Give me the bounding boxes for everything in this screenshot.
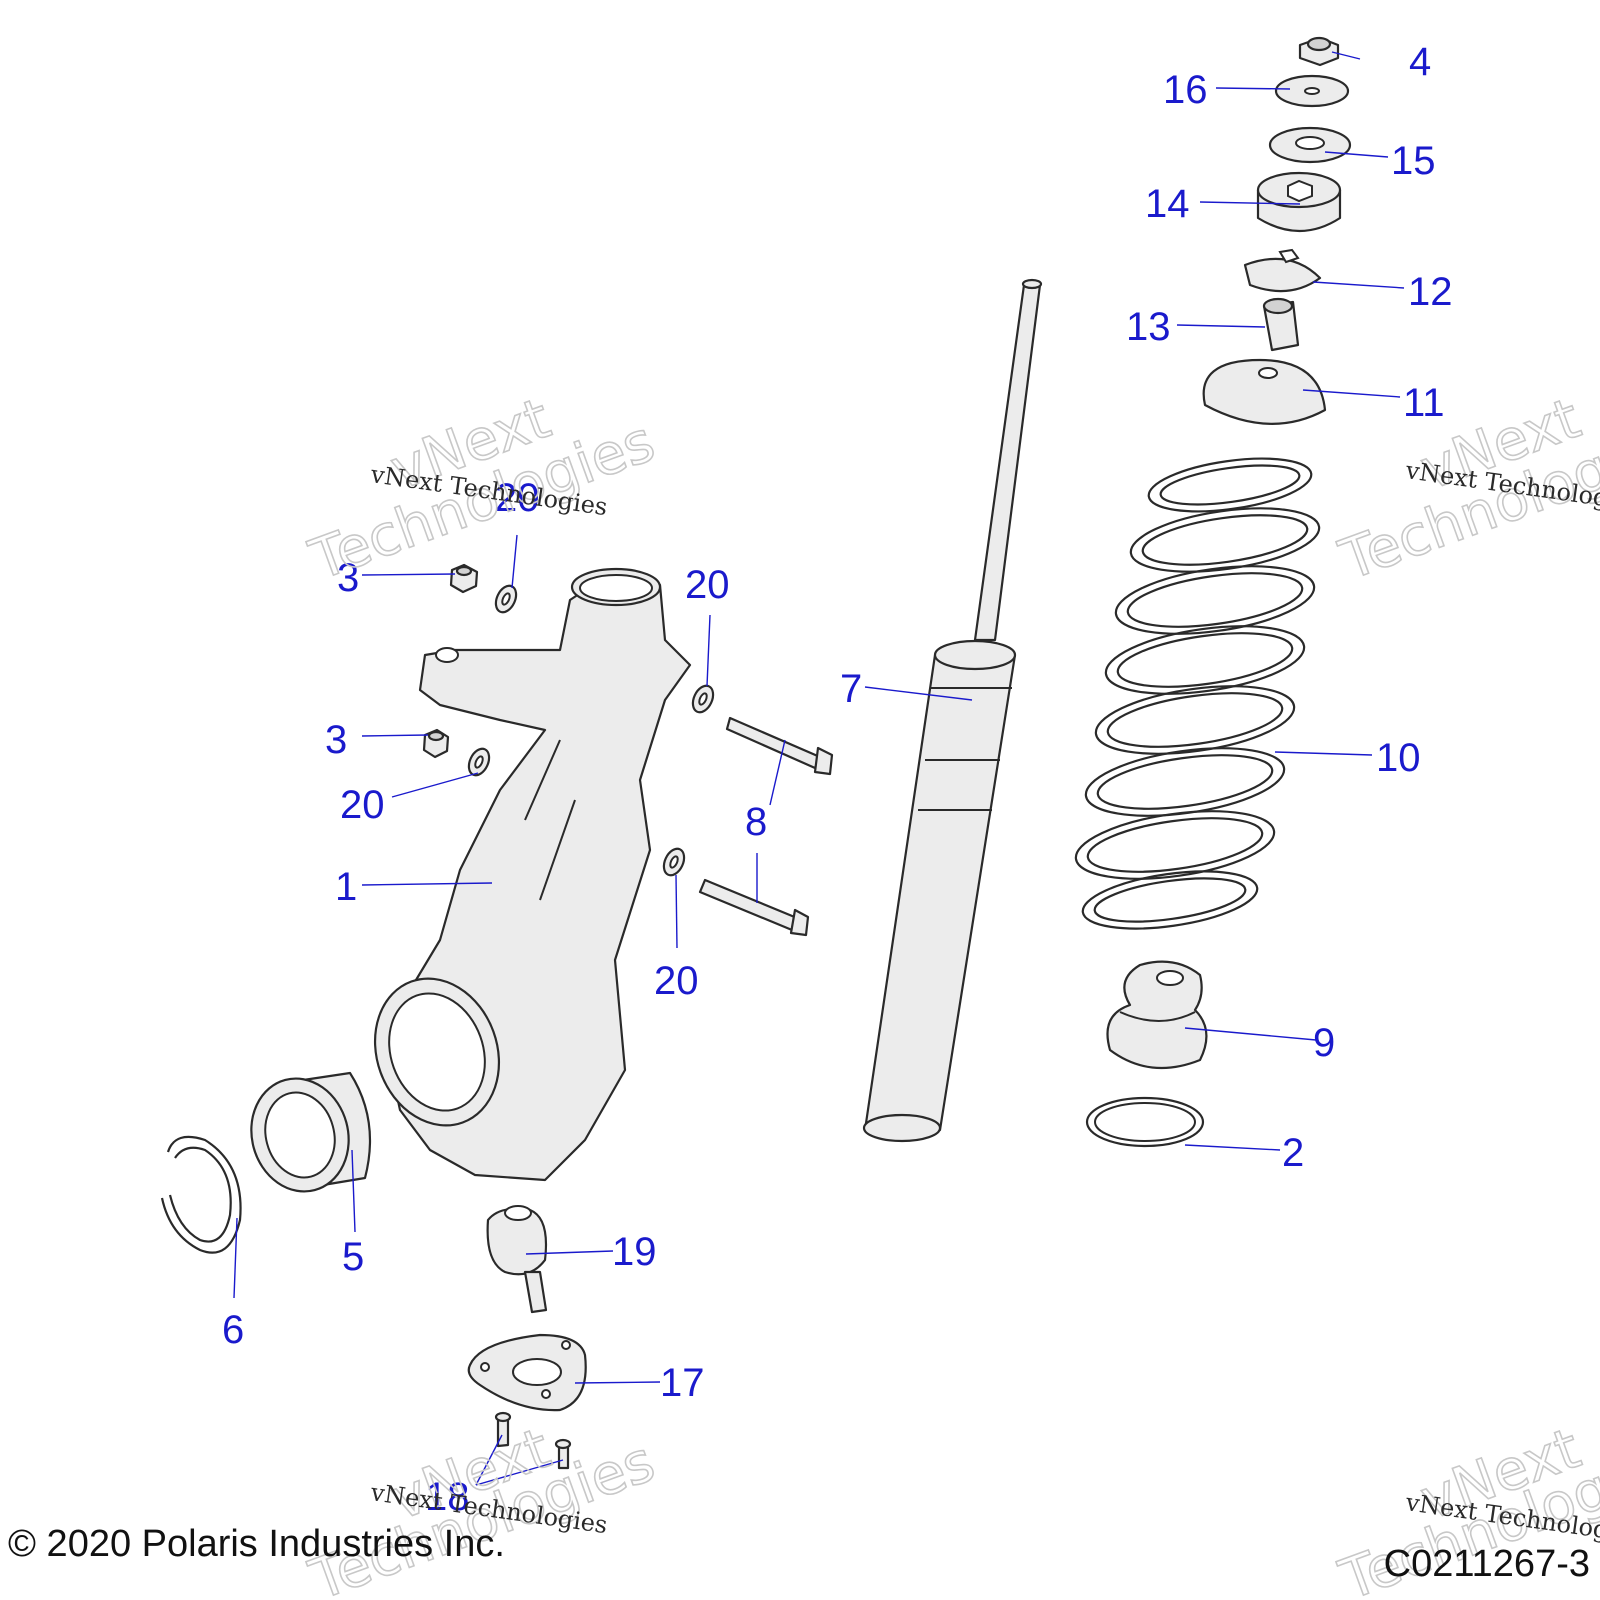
- callout-9: 9: [1313, 1021, 1335, 1065]
- part-8-bolt-upper: [725, 716, 834, 776]
- part-19-ball-joint: [486, 1205, 548, 1314]
- callout-4: 4: [1409, 40, 1431, 84]
- callout-14: 14: [1145, 182, 1190, 226]
- callout-20-left: 20: [340, 783, 385, 827]
- part-20-washer-b: [691, 684, 715, 714]
- part-6-snap-ring: [160, 1135, 242, 1254]
- callout-19: 19: [612, 1230, 657, 1274]
- watermark-top-left: vNext Technologies vNext Technologies: [301, 385, 664, 594]
- callout-7: 7: [840, 667, 862, 711]
- callout-11: 11: [1403, 381, 1445, 425]
- callout-12: 12: [1408, 270, 1453, 314]
- part-3-nut-lower: [422, 728, 450, 759]
- part-18-rivet-b: [554, 1438, 572, 1470]
- callout-13: 13: [1126, 305, 1171, 349]
- part-20-washer-d: [662, 847, 686, 877]
- callout-16: 16: [1163, 68, 1208, 112]
- callout-20-right: 20: [685, 563, 730, 607]
- part-15-washer: [1268, 126, 1352, 164]
- callout-1: 1: [335, 865, 357, 909]
- callout-numbers: 4 16 15 14 12 13 11 10 9 2 7 8 1 3 3 20 …: [222, 40, 1453, 1519]
- callout-15: 15: [1391, 139, 1436, 183]
- callout-6: 6: [222, 1308, 244, 1352]
- callout-2: 2: [1282, 1131, 1304, 1175]
- part-4-nut: [1298, 36, 1340, 67]
- part-16-washer: [1274, 74, 1350, 108]
- part-5-bearing: [250, 1071, 372, 1193]
- part-11-cap: [1202, 358, 1327, 425]
- callout-20-top: 20: [495, 476, 540, 520]
- watermark-bottom-left: vNext Technologies vNext Technologies: [301, 1415, 664, 1600]
- part-10-spring: [1074, 457, 1321, 930]
- callout-3-upper: 3: [337, 556, 359, 600]
- callout-18: 18: [425, 1475, 470, 1519]
- part-2-ring: [1085, 1096, 1205, 1148]
- callout-8: 8: [745, 800, 767, 844]
- part-9-bump-stop: [1106, 960, 1208, 1070]
- part-20-washer-c: [467, 747, 491, 777]
- watermark-top-right: vNext Technologies vNext Technologies: [1331, 385, 1600, 594]
- part-1-knuckle: [373, 567, 692, 1182]
- part-7-strut: [862, 278, 1043, 1143]
- part-17-plate: [467, 1333, 587, 1412]
- callout-17: 17: [660, 1361, 705, 1405]
- part-20-washer-a: [494, 584, 518, 614]
- callout-3-lower: 3: [325, 718, 347, 762]
- part-8-bolt-lower: [698, 878, 810, 937]
- part-13-spacer: [1262, 297, 1300, 352]
- drawing-number: C0211267-3: [1384, 1543, 1590, 1585]
- leader-lines: [233, 51, 1405, 1486]
- part-12-cone: [1243, 248, 1322, 293]
- callout-20-bottom: 20: [654, 959, 699, 1003]
- part-14-bushing: [1256, 171, 1342, 233]
- callout-10: 10: [1376, 736, 1421, 780]
- callout-5: 5: [342, 1235, 364, 1279]
- copyright-text: © 2020 Polaris Industries Inc.: [8, 1523, 505, 1565]
- part-3-nut-upper: [449, 563, 479, 594]
